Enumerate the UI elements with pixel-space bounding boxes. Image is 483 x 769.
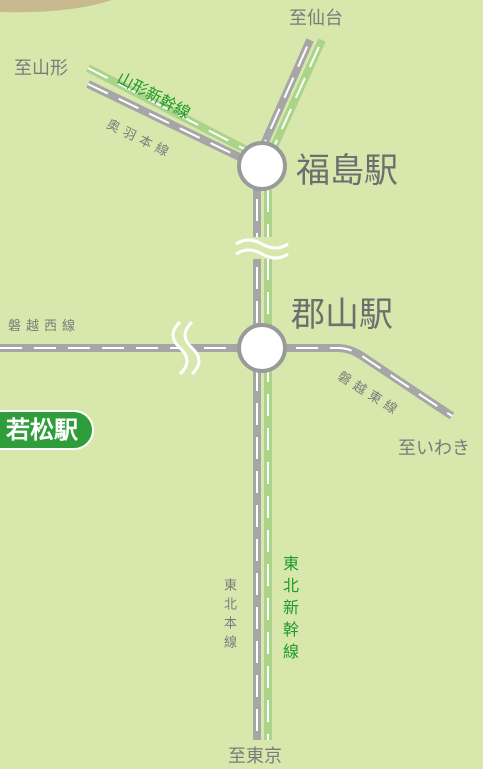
banetsu-west-line-label: 磐越西線 (8, 319, 81, 334)
destination-iwaki-label: 至いわき (398, 438, 470, 459)
tohoku-main-line-label: 東北本線 (221, 578, 236, 654)
tohoku-shinkansen-label: 東北新幹線 (280, 555, 299, 665)
yamagata-shinkansen-track (86, 64, 264, 162)
destination-sendai-label: 至仙台 (289, 8, 343, 29)
ou-main-line-track (86, 80, 260, 170)
fukushima-station-label: 福島駅 (296, 151, 398, 191)
banetsu-east-line-track (262, 344, 455, 420)
distance-break-mark (235, 237, 289, 260)
destination-yamagata-label: 至山形 (14, 58, 68, 79)
tohoku-shinkansen-track (264, 38, 326, 740)
fukushima-station-marker (237, 141, 287, 191)
aizuwakamatsu-station-badge: 若松駅 (0, 410, 94, 450)
region-boundary-shape (0, 0, 112, 13)
tohoku-main-line-track (253, 38, 314, 740)
banetsu-west-line-track (0, 318, 262, 378)
koriyama-station-label: 郡山駅 (291, 295, 393, 335)
koriyama-station-marker (237, 323, 287, 373)
destination-tokyo-label: 至東京 (228, 746, 282, 767)
